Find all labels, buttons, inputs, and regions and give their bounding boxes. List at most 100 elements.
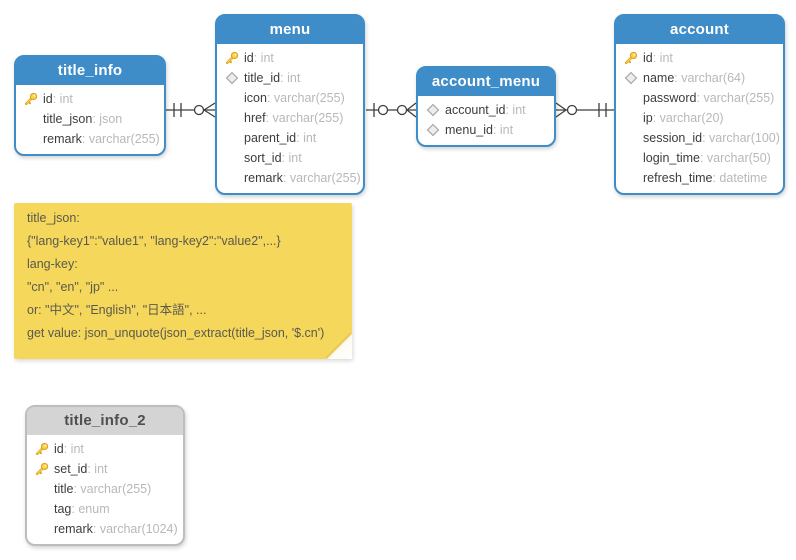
field-row-session_id[interactable]: session_id: varchar(100) bbox=[623, 128, 780, 148]
diamond-icon bbox=[425, 123, 440, 138]
key-icon bbox=[23, 92, 38, 107]
field-row-set_id[interactable]: set_id: int bbox=[34, 459, 177, 479]
sticky-note[interactable]: title_json: {"lang-key1":"value1", "lang-… bbox=[14, 203, 352, 359]
note-line: lang-key: bbox=[27, 257, 78, 271]
diamond-icon bbox=[623, 71, 638, 86]
table-title[interactable]: title_info bbox=[16, 57, 164, 85]
diamond-icon bbox=[224, 71, 239, 86]
field-row-remark[interactable]: remark: varchar(1024) bbox=[34, 519, 178, 539]
blank-icon bbox=[623, 171, 638, 186]
field-type: : int bbox=[296, 131, 317, 145]
field-type: : varchar(255) bbox=[81, 132, 160, 146]
blank-icon bbox=[34, 522, 49, 537]
connector-account-menu-account[interactable] bbox=[555, 102, 616, 118]
field-name: remark bbox=[54, 522, 93, 536]
note-line: or: "中文", "English", "日本語", ... bbox=[27, 303, 207, 317]
field-name: remark bbox=[244, 171, 283, 185]
field-row-refresh_time[interactable]: refresh_time: datetime bbox=[623, 168, 777, 188]
field-name: title_id bbox=[244, 71, 281, 85]
field-row-name[interactable]: name: varchar(64) bbox=[623, 68, 777, 88]
blank-icon bbox=[224, 111, 239, 126]
field-row-remark[interactable]: remark: varchar(255) bbox=[23, 129, 160, 149]
field-name: password bbox=[643, 91, 697, 105]
blank-icon bbox=[34, 502, 49, 517]
field-row-account_id[interactable]: account_id: int bbox=[425, 100, 548, 120]
field-row-id[interactable]: id: int bbox=[23, 89, 158, 109]
field-name: tag bbox=[54, 502, 72, 516]
field-type: : int bbox=[87, 462, 108, 476]
note-line: title_json: bbox=[27, 211, 80, 225]
field-type: : varchar(64) bbox=[674, 71, 746, 85]
field-type: : varchar(255) bbox=[696, 91, 775, 105]
field-type: : varchar(50) bbox=[699, 151, 771, 165]
field-type: : varchar(255) bbox=[282, 171, 361, 185]
field-type: : json bbox=[92, 112, 123, 126]
field-name: icon bbox=[244, 91, 267, 105]
field-name: href bbox=[244, 111, 266, 125]
key-icon bbox=[34, 462, 49, 477]
field-row-ip[interactable]: ip: varchar(20) bbox=[623, 108, 777, 128]
blank-icon bbox=[224, 151, 239, 166]
field-row-id[interactable]: id: int bbox=[224, 48, 357, 68]
field-row-tag[interactable]: tag: enum bbox=[34, 499, 177, 519]
diamond-icon bbox=[425, 103, 440, 118]
field-type: : varchar(255) bbox=[73, 482, 152, 496]
field-type: : int bbox=[492, 123, 514, 137]
field-type: : varchar(100) bbox=[702, 131, 780, 145]
note-line: {"lang-key1":"value1", "lang-key2":"valu… bbox=[27, 234, 281, 248]
field-name: id bbox=[643, 51, 653, 65]
connector-menu-account-menu[interactable] bbox=[366, 102, 417, 118]
field-name: id bbox=[244, 51, 254, 65]
field-name: set_id bbox=[54, 462, 88, 476]
blank-icon bbox=[23, 112, 38, 127]
field-type: : varchar(20) bbox=[652, 111, 724, 125]
field-type: : int bbox=[52, 92, 73, 106]
field-row-title[interactable]: title: varchar(255) bbox=[34, 479, 177, 499]
field-row-id[interactable]: id: int bbox=[34, 439, 177, 459]
field-row-sort_id[interactable]: sort_id: int bbox=[224, 148, 357, 168]
table-title[interactable]: menu bbox=[217, 16, 363, 44]
field-name: login_time bbox=[643, 151, 700, 165]
table-title[interactable]: title_info_2 bbox=[27, 407, 183, 435]
field-row-remark[interactable]: remark: varchar(255) bbox=[224, 168, 361, 188]
field-row-id[interactable]: id: int bbox=[623, 48, 777, 68]
field-name: sort_id bbox=[244, 151, 282, 165]
blank-icon bbox=[34, 482, 49, 497]
blank-icon bbox=[224, 91, 239, 106]
table-title[interactable]: account bbox=[616, 16, 783, 44]
table-title[interactable]: account_menu bbox=[418, 68, 554, 96]
key-icon bbox=[224, 51, 239, 66]
key-icon bbox=[34, 442, 49, 457]
field-row-parent_id[interactable]: parent_id: int bbox=[224, 128, 357, 148]
field-name: account_id bbox=[445, 103, 506, 117]
field-row-login_time[interactable]: login_time: varchar(50) bbox=[623, 148, 777, 168]
field-name: title_json bbox=[43, 112, 93, 126]
field-row-password[interactable]: password: varchar(255) bbox=[623, 88, 777, 108]
key-icon bbox=[623, 51, 638, 66]
field-row-title_json[interactable]: title_json: json bbox=[23, 109, 158, 129]
field-name: parent_id bbox=[244, 131, 297, 145]
field-type: : int bbox=[63, 442, 84, 456]
field-row-href[interactable]: href: varchar(255) bbox=[224, 108, 357, 128]
field-row-title_id[interactable]: title_id: int bbox=[224, 68, 357, 88]
field-type: : enum bbox=[71, 502, 110, 516]
blank-icon bbox=[623, 91, 638, 106]
connector-title-info-menu[interactable] bbox=[164, 102, 216, 118]
blank-icon bbox=[23, 132, 38, 147]
field-row-icon[interactable]: icon: varchar(255) bbox=[224, 88, 357, 108]
field-type: : varchar(255) bbox=[265, 111, 344, 125]
blank-icon bbox=[224, 171, 239, 186]
field-row-menu_id[interactable]: menu_id: int bbox=[425, 120, 548, 140]
field-type: : int bbox=[281, 151, 302, 165]
